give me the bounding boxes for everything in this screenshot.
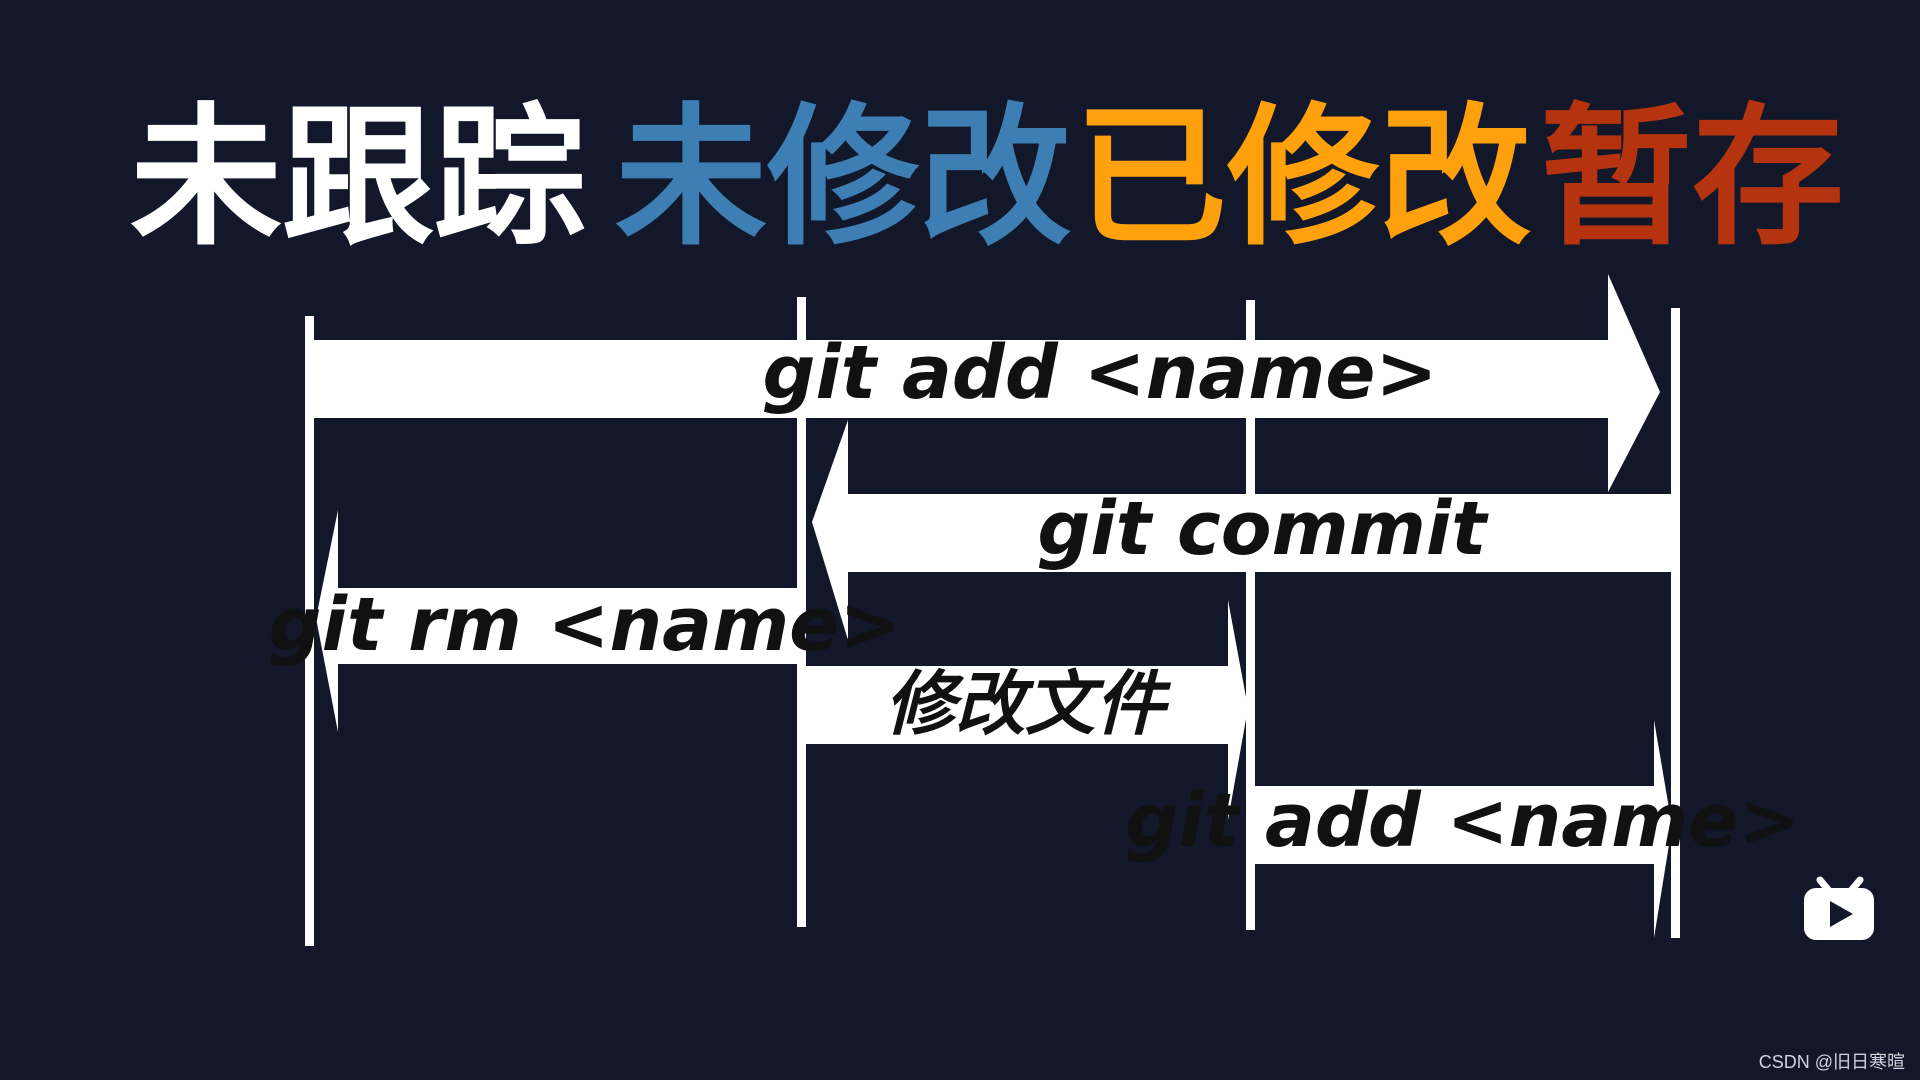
transition-edit-file-label: 修改文件 bbox=[885, 663, 1172, 745]
transition-git-add-untracked-arrow: git add <name> bbox=[310, 274, 1660, 492]
transition-git-add-untracked-label: git add <name> bbox=[762, 330, 1437, 416]
transition-git-commit-arrow: git commit bbox=[812, 420, 1672, 640]
state-modified-label: 已修改 bbox=[1075, 89, 1531, 266]
state-staged-label: 暂存 bbox=[1540, 89, 1844, 266]
transition-edit-file-arrow: 修改文件 bbox=[804, 600, 1248, 820]
transition-git-add-modified-label: git add <name> bbox=[1125, 778, 1800, 864]
state-line-staged bbox=[1671, 308, 1680, 938]
state-untracked-label: 未跟踪 bbox=[130, 89, 586, 266]
transition-git-rm-label: git rm <name> bbox=[269, 582, 902, 668]
state-unmodified-label: 未修改 bbox=[615, 89, 1071, 266]
play-icon bbox=[1830, 901, 1853, 927]
state-line-untracked bbox=[305, 316, 314, 946]
transition-git-commit-label: git commit bbox=[1037, 486, 1489, 572]
transition-git-rm-arrow: git rm <name> bbox=[269, 510, 902, 732]
state-line-unmodified bbox=[797, 297, 806, 927]
bilibili-tv-icon[interactable] bbox=[1804, 876, 1874, 940]
transition-git-add-modified-arrow: git add <name> bbox=[1125, 720, 1801, 938]
state-line-modified bbox=[1246, 300, 1255, 930]
watermark-text: CSDN @旧日寒暄 bbox=[1759, 1052, 1905, 1072]
